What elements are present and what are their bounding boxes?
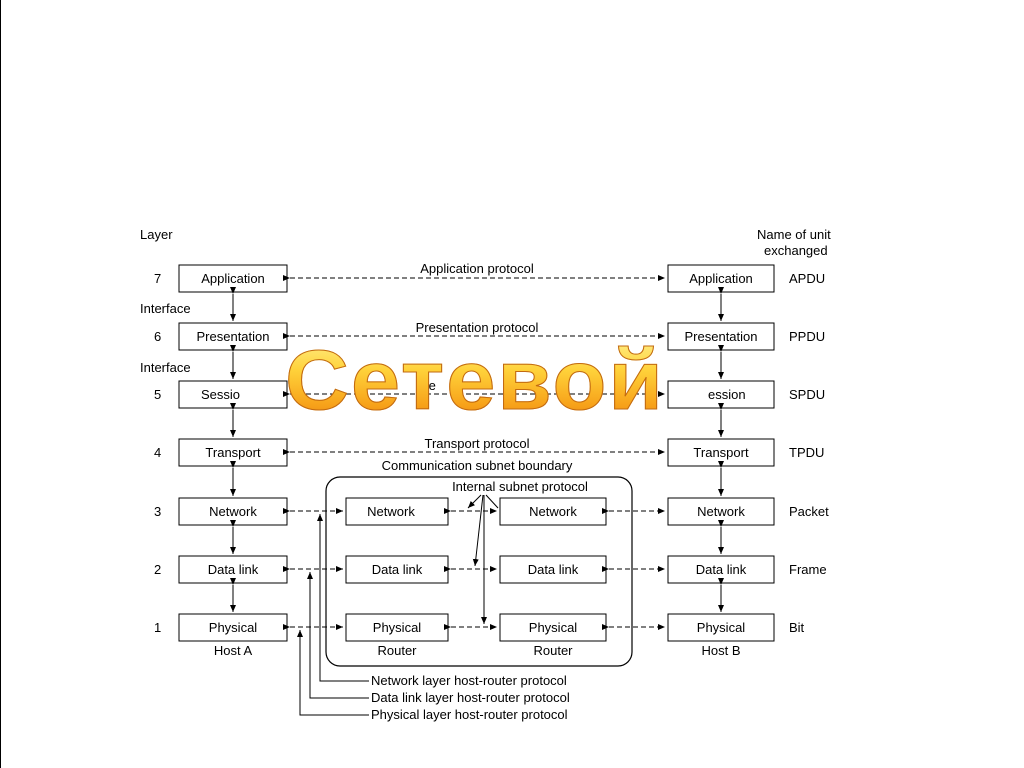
unit-spdu: SPDU [789, 387, 825, 402]
host-b-physical-label: Physical [697, 620, 746, 635]
router-left-label: Router [377, 643, 417, 658]
layer-number-1: 1 [154, 620, 161, 635]
router-right-stack: Network Data link Physical Router [499, 497, 607, 658]
host-a-physical-label: Physical [209, 620, 258, 635]
router-right-physical-box [499, 613, 607, 642]
network-host-router-protocol-label: Network layer host-router protocol [371, 673, 567, 688]
host-a-datalink-label: Data link [208, 562, 259, 577]
layer-number-4: 4 [154, 445, 161, 460]
host-router-leaders [297, 514, 369, 716]
host-a-label: Host A [214, 643, 253, 658]
unit-tpdu: TPDU [789, 445, 824, 460]
unit-packet: Packet [789, 504, 829, 519]
router-left-datalink-label: Data link [372, 562, 423, 577]
host-a-application-label: Application [201, 271, 265, 286]
router-left-datalink-box [345, 555, 449, 584]
router-right-datalink-label: Data link [528, 562, 579, 577]
host-b-stack: Application Presentation ession Transpor… [667, 264, 775, 658]
router-left-network-box [345, 497, 449, 526]
unit-frame: Frame [789, 562, 827, 577]
internal-protocol-pointers [467, 494, 499, 624]
layer-number-6: 6 [154, 329, 161, 344]
subnet-protocol-arrows [283, 508, 665, 630]
application-protocol-label: Application protocol [420, 261, 534, 276]
router-right-datalink-box [499, 555, 607, 584]
host-a-transport-label: Transport [205, 445, 261, 460]
router-right-network-label: Network [529, 504, 577, 519]
host-b-session-label: ession [708, 387, 746, 402]
presentation-protocol-label: Presentation protocol [416, 320, 539, 335]
host-a-network-label: Network [209, 504, 257, 519]
host-a-presentation-label: Presentation [197, 329, 270, 344]
router-left-physical-label: Physical [373, 620, 422, 635]
slide-left-border [0, 0, 1, 768]
unit-ppdu: PPDU [789, 329, 825, 344]
router-left-stack: Network Data link Physical Router [345, 497, 449, 658]
host-b-label: Host B [701, 643, 740, 658]
host-a-stack: Application Presentation Sessio Transpor… [178, 264, 288, 658]
host-b-application-label: Application [689, 271, 753, 286]
host-b-datalink-label: Data link [696, 562, 747, 577]
interface-label-2: Interface [140, 360, 191, 375]
datalink-host-router-protocol-label: Data link layer host-router protocol [371, 690, 570, 705]
router-right-physical-label: Physical [529, 620, 578, 635]
transport-protocol-label: Transport protocol [424, 436, 529, 451]
host-b-transport-label: Transport [693, 445, 749, 460]
router-left-network-label: Network [367, 504, 415, 519]
layer-header: Layer [140, 227, 173, 242]
layer-number-2: 2 [154, 562, 161, 577]
peer-protocol-arrows [283, 275, 665, 455]
router-right-label: Router [533, 643, 573, 658]
unit-header-line1: Name of unit [757, 227, 831, 242]
interface-label-1: Interface [140, 301, 191, 316]
router-left-physical-box [345, 613, 449, 642]
host-b-network-label: Network [697, 504, 745, 519]
unit-header-line2: exchanged [764, 243, 828, 258]
host-a-physical-box [178, 613, 288, 642]
unit-apdu: APDU [789, 271, 825, 286]
internal-subnet-protocol-label: Internal subnet protocol [452, 479, 588, 494]
session-protocol-fragment: Se [420, 378, 436, 393]
host-a-session-label: Sessio [201, 387, 240, 402]
host-b-presentation-label: Presentation [685, 329, 758, 344]
layer-number-5: 5 [154, 387, 161, 402]
layer-number-3: 3 [154, 504, 161, 519]
router-right-network-box [499, 497, 607, 526]
layer-number-7: 7 [154, 271, 161, 286]
unit-bit: Bit [789, 620, 805, 635]
subnet-boundary-label: Communication subnet boundary [382, 458, 573, 473]
host-b-physical-box [667, 613, 775, 642]
physical-host-router-protocol-label: Physical layer host-router protocol [371, 707, 568, 722]
